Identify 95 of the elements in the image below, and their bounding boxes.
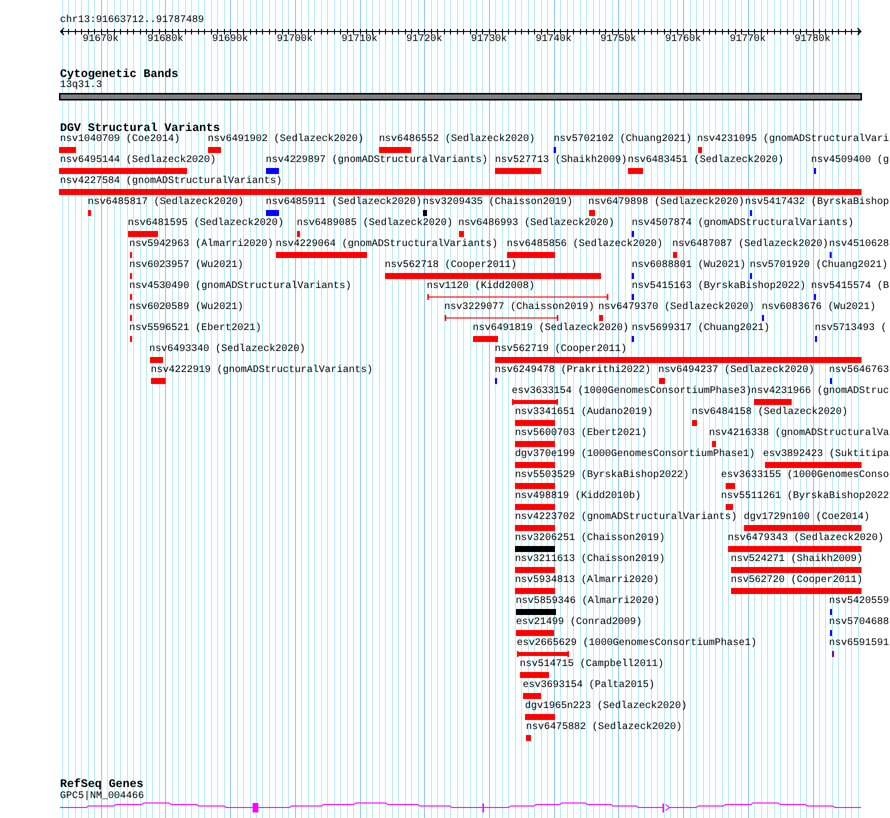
variant-label: nsv5596521 (Ebert2021) [129,323,262,335]
variant-label: nsv4530490 (gnomADStructuralVariants) [129,281,352,293]
variant-label: nsv4507874 (gnomADStructuralVariants) [632,218,854,230]
variant-label: dgv1729n100 (Coe2014) [744,512,870,524]
axis-tick-label: 91730k [470,34,507,46]
variant-label: nsv4222919 (gnomADStructuralVariants) [150,365,373,377]
variant-label: nsv5699317 (Chuang2021) [632,323,770,335]
variant-label: nsv6495144 (Sedlazeck2020) [60,155,216,167]
variant-label: dgv1965n223 (Sedlazeck2020) [525,701,688,713]
variant-label: nsv3341651 (Audano2019) [515,407,654,419]
track-title: RefSeq Genes [60,778,144,790]
locus-label: chr13:91663712..91787489 [60,15,204,27]
variant-label: esv2665629 (1000GenomesConsortiumPhase1) [516,638,757,650]
axis-tick-label: 91750k [600,34,636,46]
variant-label: nsv6486993 (Sedlazeck2020) [458,218,614,230]
variant-label: nsv5415574 (B [811,281,890,293]
band-label: 13q31.3 [60,80,102,92]
variant-label: nsv4510628 [829,239,890,251]
variant-label: nsv6479370 (Sedlazeck2020) [598,302,754,314]
variant-label: nsv6475882 (Sedlazeck2020) [526,722,682,734]
variant-label: nsv6491902 (Sedlazeck2020) [208,134,364,146]
variant-label: nsv3206251 (Chaisson2019) [515,533,666,545]
axis-tick-label: 91690k [212,34,248,46]
variant-label: nsv562719 (Cooper2011) [494,344,627,356]
variant-label: nsv6485911 (Sedlazeck2020) [266,197,422,209]
variant-label: nsv6486552 (Sedlazeck2020) [379,134,536,146]
variant-label: nsv6489085 (Sedlazeck2020) [296,218,453,230]
variant-label: nsv5420559 [829,596,890,608]
variant-label: nsv6483451 (Sedlazeck2020) [628,155,784,167]
axis-tick-label: 91770k [730,34,766,46]
variant-label: nsv4216338 (gnomADStructuralVa [709,428,890,440]
variant-label: nsv5646763 [829,365,890,377]
variant-label: nsv5934813 (Almarri2020) [515,575,660,587]
variant-label: nsv4223702 (gnomADStructuralVariants) [515,512,738,524]
variant-label: nsv3209435 (Chaisson2019) [422,197,573,209]
variant-label: nsv6591591 [829,638,890,650]
variant-label: nsv6479343 (Sedlazeck2020) [728,533,884,545]
variant-label: nsv4229897 (gnomADStructuralVariants) [266,155,488,167]
variant-label: nsv5713493 ( [814,323,887,335]
variant-label: nsv5702102 (Chuang2021) [554,134,692,146]
axis-tick-label: 91760k [665,34,702,46]
variant-label: nsv4509400 (g [811,155,890,167]
gene-label: GPC5|NM_004466 [60,791,144,803]
variant-label: esv3633155 (1000GenomesConso [721,470,890,482]
variant-label: nsv3211613 (Chaisson2019) [515,554,666,566]
variant-label: nsv5701920 (Chuang2021) [750,260,888,272]
variant-label: nsv6485817 (Sedlazeck2020) [88,197,244,209]
variant-label: nsv524271 (Shaikh2009) [730,554,863,566]
variant-label: nsv6083676 (Wu2021) [762,302,876,314]
axis-tick-label: 91780k [794,34,831,46]
axis-tick-label: 91720k [406,34,442,46]
variant-label: esv3693154 (Palta2015) [522,680,655,692]
variant-label: nsv6023957 (Wu2021) [129,260,244,272]
variant-label: esv3892423 (Suktitipa [763,449,890,461]
variant-label: nsv527713 (Shaikh2009) [495,155,628,167]
variant-label: nsv6493340 (Sedlazeck2020) [149,344,306,356]
axis-tick-label: 91710k [342,34,378,46]
track-title: Cytogenetic Bands [60,68,178,80]
variant-label: nsv3229077 (Chaisson2019) [444,302,594,314]
variant-label: nsv5417432 (ByrskaBishop [745,197,890,209]
variant-label: nsv5704688 [829,617,890,629]
axis-tick-label: 91680k [147,34,184,46]
variant-label: nsv5942963 (Almarri2020) [129,239,274,251]
track-title: DGV Structural Variants [60,122,220,134]
variant-label: nsv4229064 (gnomADStructuralVariants) [276,239,498,251]
variant-label: nsv5859346 (Almarri2020) [516,596,660,608]
variant-label: nsv6494237 (Sedlazeck2020) [658,365,814,377]
variant-label: nsv562718 (Cooper2011) [384,260,517,272]
variant-label: nsv5600703 (Ebert2021) [515,428,648,440]
variant-label: nsv4227584 (gnomADStructuralVariants) [60,176,282,188]
axis-tick-label: 91740k [536,34,572,46]
variant-label: esv21499 (Conrad2009) [516,617,642,629]
variant-label: nsv6479898 (Sedlazeck2020) [588,197,744,209]
variant-label: nsv1040709 (Coe2014) [60,134,180,146]
variant-label: nsv6484158 (Sedlazeck2020) [692,407,848,419]
variant-label: nsv5503529 (ByrskaBishop2022) [515,470,690,482]
variant-label: nsv6491819 (Sedlazeck2020) [472,323,629,335]
variant-label: nsv6481595 (Sedlazeck2020) [128,218,284,230]
variant-label: dgv370e199 (1000GenomesConsortiumPhase1) [515,449,756,461]
variant-label: nsv4231966 (gnomADStruc [751,386,890,398]
variant-label: esv3633154 (1000GenomesConsortiumPhase3) [512,386,752,398]
variant-label: nsv562720 (Cooper2011) [730,575,863,587]
axis-tick-label: 91670k [82,34,119,46]
variant-label: nsv498819 (Kidd2010b) [515,491,642,503]
variant-label: nsv6020589 (Wu2021) [129,302,244,314]
variant-label: nsv5415163 (ByrskaBishop2022) [632,281,806,293]
variant-label: nsv6088801 (Wu2021) [632,260,746,272]
variant-label: nsv6487087 (Sedlazeck2020) [672,239,828,251]
variant-label: nsv6249478 (Prakrithi2022) [494,365,651,377]
axis-tick-label: 91700k [276,34,313,46]
variant-label: nsv4231095 (gnomADStructuralVari [697,134,890,146]
variant-label: nsv5511261 (ByrskaBishop2022 [721,491,890,503]
variant-label: nsv514715 (Campbell2011) [520,659,664,671]
variant-label: nsv6485856 (Sedlazeck2020) [506,239,663,251]
variant-label: nsv1120 (Kidd2008) [426,281,535,293]
